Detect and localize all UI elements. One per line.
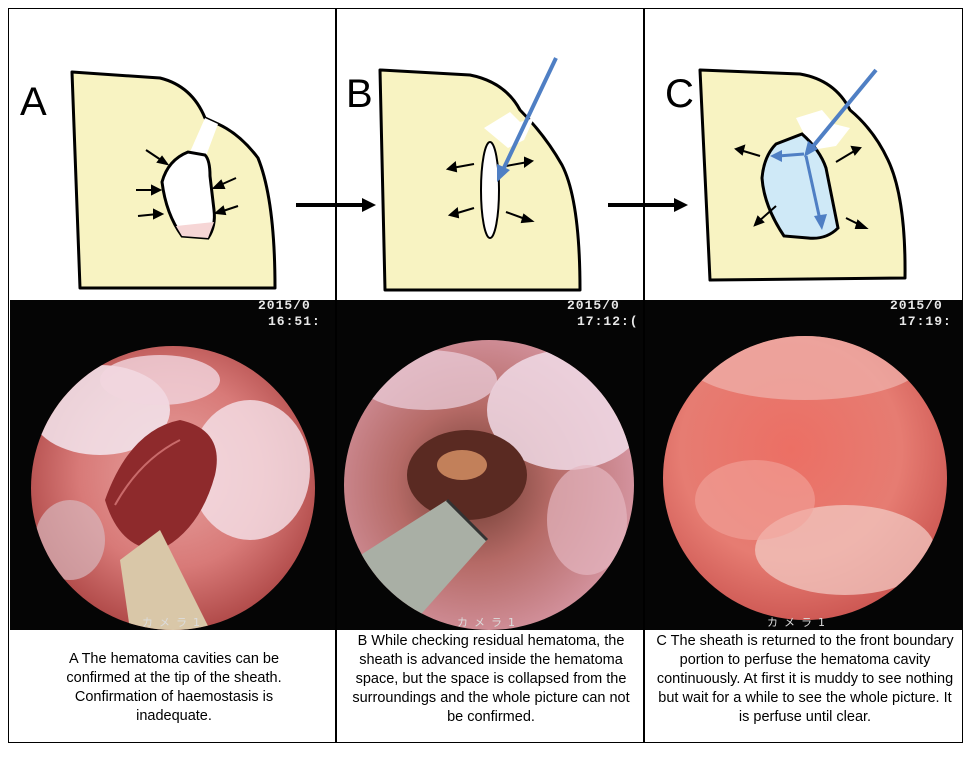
panel-b-collapsed-cavity: [481, 142, 499, 238]
panel-c-date-stamp: 2015/0: [890, 300, 943, 313]
panel-a-camera-label: カメラ1: [142, 614, 206, 630]
panel-a-endoscope-view: [10, 300, 335, 630]
panel-b-endoscope-view: [337, 300, 643, 630]
panel-c-time-stamp: 17:19:: [899, 314, 952, 329]
panel-c-caption: C The sheath is returned to the front bo…: [652, 632, 958, 740]
panel-b-diagram: [337, 0, 643, 300]
panel-a-date-stamp: 2015/0: [258, 300, 311, 313]
panel-b-brain-outline: [380, 70, 580, 290]
panel-a-endoscope-photo: 2015/0 16:51: カメラ1: [10, 300, 335, 630]
panel-a-diagram: [0, 0, 335, 300]
panel-c-camera-label: カメラ1: [767, 614, 831, 630]
panel-c-endoscope-photo: 2015/0 17:19: カメラ1: [645, 300, 963, 630]
panel-b-caption: B While checking residual hematoma, the …: [344, 632, 638, 740]
panel-c-endoscope-view: [645, 300, 963, 630]
panel-b-endoscope-photo: 2015/0 17:12:( カメラ1: [337, 300, 643, 630]
panel-a-time-stamp: 16:51:: [268, 314, 321, 329]
panel-a-caption: A The hematoma cavities can be confirmed…: [40, 650, 308, 758]
panel-b-time-stamp: 17:12:(: [577, 314, 639, 329]
panel-c-diagram: [645, 0, 963, 300]
panel-b-camera-label: カメラ1: [457, 614, 521, 630]
panel-b-date-stamp: 2015/0: [567, 300, 620, 313]
